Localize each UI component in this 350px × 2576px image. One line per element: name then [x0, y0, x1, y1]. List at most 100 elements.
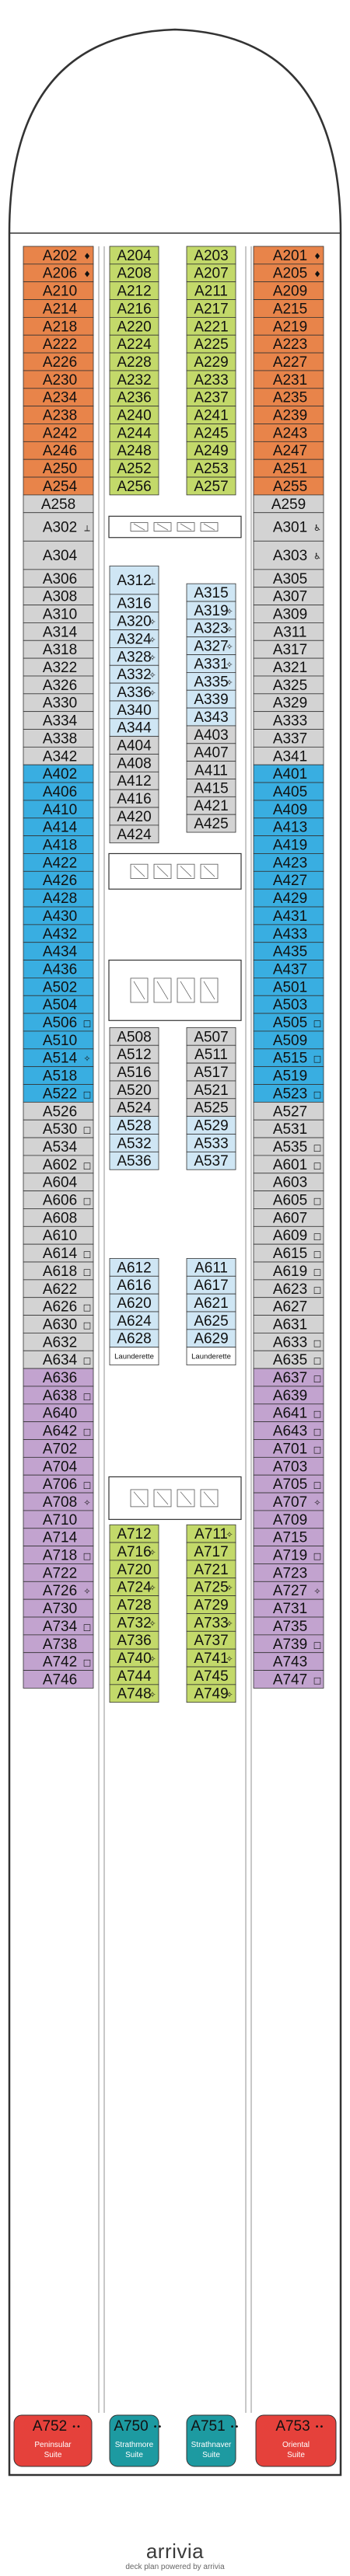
cabin-a204[interactable]: A204 [109, 246, 159, 265]
cabin-a642[interactable]: A642□ [23, 1421, 94, 1440]
cabin-a409[interactable]: A409 [253, 800, 324, 819]
cabin-a506[interactable]: A506□ [23, 1013, 94, 1032]
cabin-a609[interactable]: A609□ [253, 1225, 324, 1245]
cabin-a746[interactable]: A746 [23, 1670, 94, 1689]
cabin-a250[interactable]: A250 [23, 458, 94, 478]
cabin-a411[interactable]: A411 [186, 761, 236, 779]
cabin-a407[interactable]: A407 [186, 743, 236, 762]
cabin-a507[interactable]: A507 [186, 1027, 236, 1046]
cabin-a225[interactable]: A225 [186, 334, 236, 354]
cabin-a514[interactable]: A514✧ [23, 1048, 94, 1068]
cabin-a231[interactable]: A231 [253, 370, 324, 389]
cabin-a314[interactable]: A314 [23, 622, 94, 641]
cabin-a743[interactable]: A743 [253, 1652, 324, 1671]
cabin-a512[interactable]: A512 [109, 1044, 159, 1064]
cabin-a536[interactable]: A536 [109, 1151, 159, 1170]
cabin-a721[interactable]: A721 [186, 1560, 236, 1579]
cabin-a704[interactable]: A704 [23, 1456, 94, 1476]
cabin-a636[interactable]: A636 [23, 1368, 94, 1387]
cabin-a235[interactable]: A235 [253, 388, 324, 407]
cabin-a328[interactable]: A328✧ [109, 647, 159, 666]
cabin-a323[interactable]: A323✧ [186, 619, 236, 638]
cabin-a223[interactable]: A223 [253, 334, 324, 354]
cabin-a629[interactable]: A629 [186, 1329, 236, 1348]
cabin-a332[interactable]: A332✧ [109, 664, 159, 684]
cabin-a327[interactable]: A327✧ [186, 636, 236, 655]
cabin-a413[interactable]: A413 [253, 817, 324, 837]
cabin-a522[interactable]: A522□ [23, 1084, 94, 1103]
cabin-a301[interactable]: A301♿ [253, 512, 324, 542]
cabin-a259[interactable]: A259 [253, 494, 324, 514]
cabin-a530[interactable]: A530□ [23, 1119, 94, 1138]
cabin-a425[interactable]: A425 [186, 814, 236, 833]
cabin-a635[interactable]: A635□ [253, 1350, 324, 1369]
cabin-a303[interactable]: A303♿ [253, 540, 324, 570]
cabin-a206[interactable]: A206♦ [23, 263, 94, 283]
cabin-a215[interactable]: A215 [253, 299, 324, 318]
cabin-a624[interactable]: A624 [109, 1311, 159, 1330]
cabin-a306[interactable]: A306 [23, 569, 94, 588]
cabin-a625[interactable]: A625 [186, 1311, 236, 1330]
cabin-a632[interactable]: A632 [23, 1333, 94, 1351]
cabin-a339[interactable]: A339 [186, 689, 236, 709]
cabin-a415[interactable]: A415 [186, 779, 236, 797]
cabin-a335[interactable]: A335✧ [186, 672, 236, 691]
cabin-a531[interactable]: A531 [253, 1119, 324, 1138]
cabin-a336[interactable]: A336✧ [109, 682, 159, 702]
cabin-a639[interactable]: A639 [253, 1386, 324, 1405]
cabin-a749[interactable]: A749✧ [186, 1684, 236, 1703]
cabin-a330[interactable]: A330 [23, 693, 94, 713]
cabin-a633[interactable]: A633□ [253, 1333, 324, 1351]
cabin-a724[interactable]: A724✧ [109, 1577, 159, 1597]
cabin-a526[interactable]: A526 [23, 1101, 94, 1121]
cabin-a316[interactable]: A316 [109, 594, 159, 613]
cabin-a729[interactable]: A729 [186, 1595, 236, 1614]
cabin-a257[interactable]: A257 [186, 476, 236, 496]
cabin-a240[interactable]: A240 [109, 406, 159, 424]
cabin-a319[interactable]: A319✧ [186, 601, 236, 620]
cabin-a726[interactable]: A726✧ [23, 1581, 94, 1600]
cabin-a205[interactable]: A205♦ [253, 263, 324, 283]
cabin-a338[interactable]: A338 [23, 729, 94, 748]
cabin-a341[interactable]: A341 [253, 746, 324, 765]
cabin-a611[interactable]: A611 [186, 1258, 236, 1277]
cabin-a515[interactable]: A515□ [253, 1048, 324, 1068]
cabin-a317[interactable]: A317 [253, 640, 324, 659]
cabin-a631[interactable]: A631 [253, 1315, 324, 1333]
cabin-a735[interactable]: A735 [253, 1616, 324, 1636]
cabin-a421[interactable]: A421 [186, 796, 236, 815]
cabin-a418[interactable]: A418 [23, 835, 94, 854]
cabin-a610[interactable]: A610 [23, 1225, 94, 1245]
cabin-a211[interactable]: A211 [186, 281, 236, 300]
cabin-a528[interactable]: A528 [109, 1116, 159, 1135]
cabin-a736[interactable]: A736 [109, 1630, 159, 1650]
cabin-a217[interactable]: A217 [186, 299, 236, 318]
cabin-a403[interactable]: A403 [186, 725, 236, 744]
cabin-a325[interactable]: A325 [253, 675, 324, 695]
cabin-a302[interactable]: A302⟂ [23, 512, 94, 542]
cabin-a741[interactable]: A741✧ [186, 1648, 236, 1668]
cabin-a605[interactable]: A605□ [253, 1190, 324, 1209]
cabin-a422[interactable]: A422 [23, 853, 94, 872]
cabin-a309[interactable]: A309 [253, 605, 324, 623]
cabin-a734[interactable]: A734□ [23, 1616, 94, 1636]
cabin-a203[interactable]: A203 [186, 246, 236, 265]
cabin-a428[interactable]: A428 [23, 888, 94, 908]
cabin-a748[interactable]: A748✧ [109, 1684, 159, 1703]
cabin-a501[interactable]: A501 [253, 978, 324, 996]
cabin-a703[interactable]: A703 [253, 1456, 324, 1476]
cabin-a214[interactable]: A214 [23, 299, 94, 318]
cabin-a520[interactable]: A520 [109, 1080, 159, 1100]
cabin-a254[interactable]: A254 [23, 476, 94, 496]
cabin-a617[interactable]: A617 [186, 1275, 236, 1295]
cabin-a706[interactable]: A706□ [23, 1474, 94, 1494]
cabin-a705[interactable]: A705□ [253, 1474, 324, 1494]
cabin-a715[interactable]: A715 [253, 1528, 324, 1547]
cabin-a210[interactable]: A210 [23, 281, 94, 300]
cabin-a619[interactable]: A619□ [253, 1261, 324, 1281]
cabin-a256[interactable]: A256 [109, 476, 159, 496]
cabin-a612[interactable]: A612 [109, 1258, 159, 1277]
cabin-a723[interactable]: A723 [253, 1563, 324, 1582]
